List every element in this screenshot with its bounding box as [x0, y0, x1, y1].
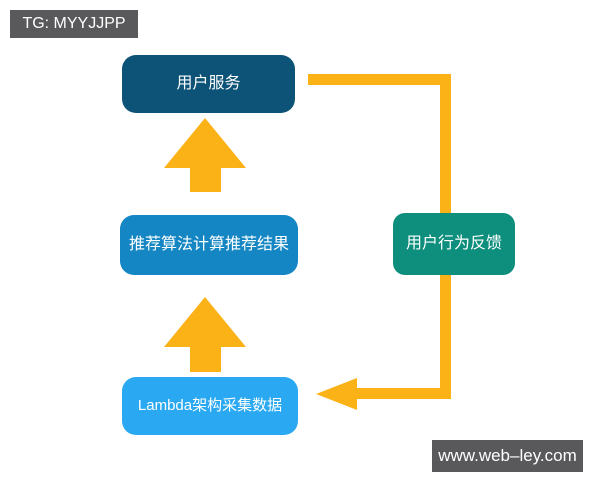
up-arrow-stem [190, 345, 221, 372]
node-user-feedback: 用户行为反馈 [393, 213, 515, 275]
node-lambda-collection: Lambda架构采集数据 [122, 377, 298, 435]
watermark-bottom-right: www.web–ley.com [432, 440, 583, 472]
connector-top-segment [308, 74, 451, 85]
connector-bottom-segment [357, 388, 451, 399]
up-arrow-icon [164, 118, 246, 168]
node-user-service: 用户服务 [122, 55, 295, 113]
watermark-top-left: TG: MYYJJPP [10, 10, 138, 38]
node-user-service-label: 用户服务 [176, 75, 241, 93]
up-arrow-stem [190, 166, 221, 192]
node-lambda-collection-label: Lambda架构采集数据 [137, 397, 283, 414]
node-recommendation-algorithm: 推荐算法计算推荐结果 [120, 215, 298, 275]
up-arrow-icon [164, 297, 246, 347]
left-arrowhead-icon [316, 378, 357, 410]
node-recommendation-algorithm-label: 推荐算法计算推荐结果 [128, 236, 289, 254]
node-user-feedback-label: 用户行为反馈 [405, 235, 502, 253]
